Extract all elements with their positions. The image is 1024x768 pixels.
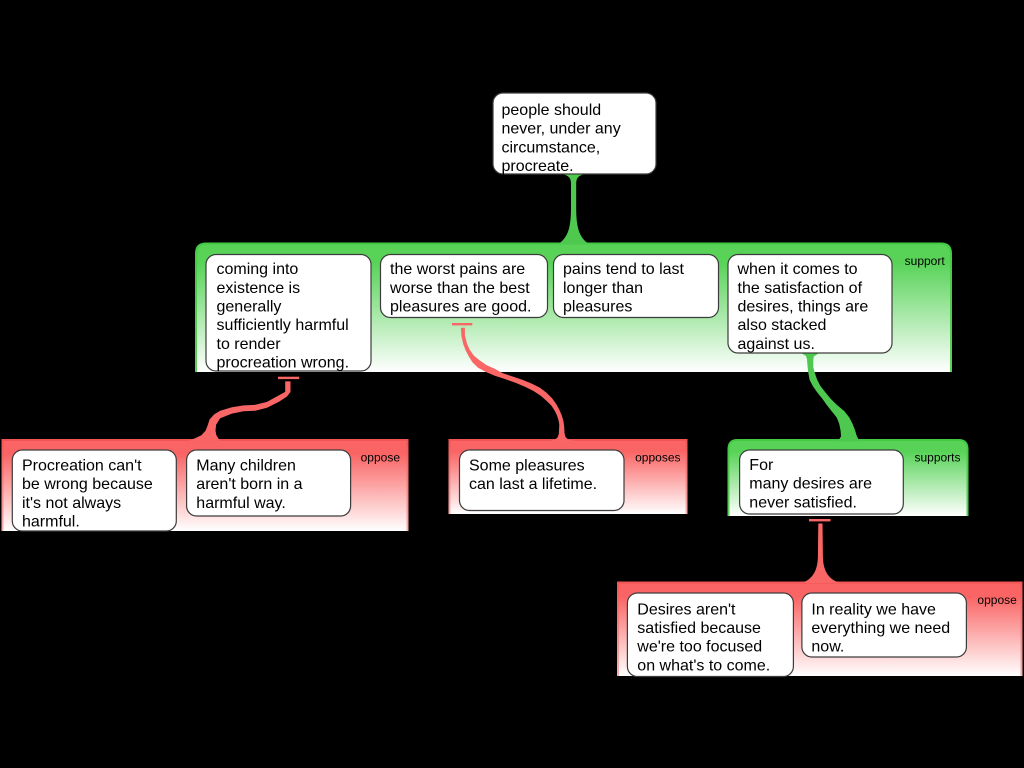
svg-text:it's not always: it's not always [22,495,121,512]
svg-text:everything we need: everything we need [811,620,950,637]
svg-text:can last a lifetime.: can last a lifetime. [469,476,597,493]
svg-text:oppose: oppose [361,451,401,465]
svg-text:pains tend to last: pains tend to last [563,261,685,278]
svg-text:the satisfaction of: the satisfaction of [738,280,863,297]
svg-text:many desires are: many desires are [749,476,872,493]
svg-text:against us.: against us. [738,336,815,353]
svg-text:support: support [905,254,946,268]
svg-text:circumstance,: circumstance, [502,139,601,156]
svg-text:pleasures: pleasures [563,299,632,316]
svg-text:worse than the best: worse than the best [389,280,530,297]
svg-text:For: For [749,457,774,474]
svg-text:harmful way.: harmful way. [196,495,286,512]
svg-text:when it comes to: when it comes to [737,261,858,278]
svg-text:procreation wrong.: procreation wrong. [217,355,350,372]
svg-text:sufficiently harmful: sufficiently harmful [217,317,349,334]
svg-text:be wrong because: be wrong because [22,476,153,493]
svg-text:In reality we have: In reality we have [811,601,936,618]
svg-text:also stacked: also stacked [738,317,827,334]
svg-text:on what's to come.: on what's to come. [637,657,770,674]
svg-text:people should: people should [502,102,602,119]
svg-text:pleasures are good.: pleasures are good. [390,299,531,316]
svg-text:procreate.: procreate. [502,158,574,175]
svg-text:to render: to render [217,336,282,353]
svg-text:now.: now. [811,639,844,656]
svg-text:supports: supports [914,451,960,465]
svg-text:longer than: longer than [563,280,643,297]
svg-text:generally: generally [217,299,282,316]
svg-text:satisfied because: satisfied because [637,620,761,637]
svg-text:harmful.: harmful. [22,514,80,531]
svg-text:aren't born in a: aren't born in a [196,476,302,493]
svg-text:existence is: existence is [217,280,301,297]
svg-text:Procreation can't: Procreation can't [22,458,142,475]
svg-text:Some pleasures: Some pleasures [469,458,585,475]
svg-text:desires, things are: desires, things are [738,299,869,316]
svg-text:never, under any: never, under any [502,121,621,138]
svg-text:the worst pains are: the worst pains are [390,261,525,278]
svg-text:oppose: oppose [977,593,1017,607]
svg-text:Desires aren't: Desires aren't [637,601,736,618]
svg-text:never satisfied.: never satisfied. [749,494,857,511]
svg-text:opposes: opposes [635,451,680,465]
svg-text:Many children: Many children [196,458,296,475]
svg-text:we're too focused: we're too focused [636,639,762,656]
svg-text:coming into: coming into [217,261,299,278]
